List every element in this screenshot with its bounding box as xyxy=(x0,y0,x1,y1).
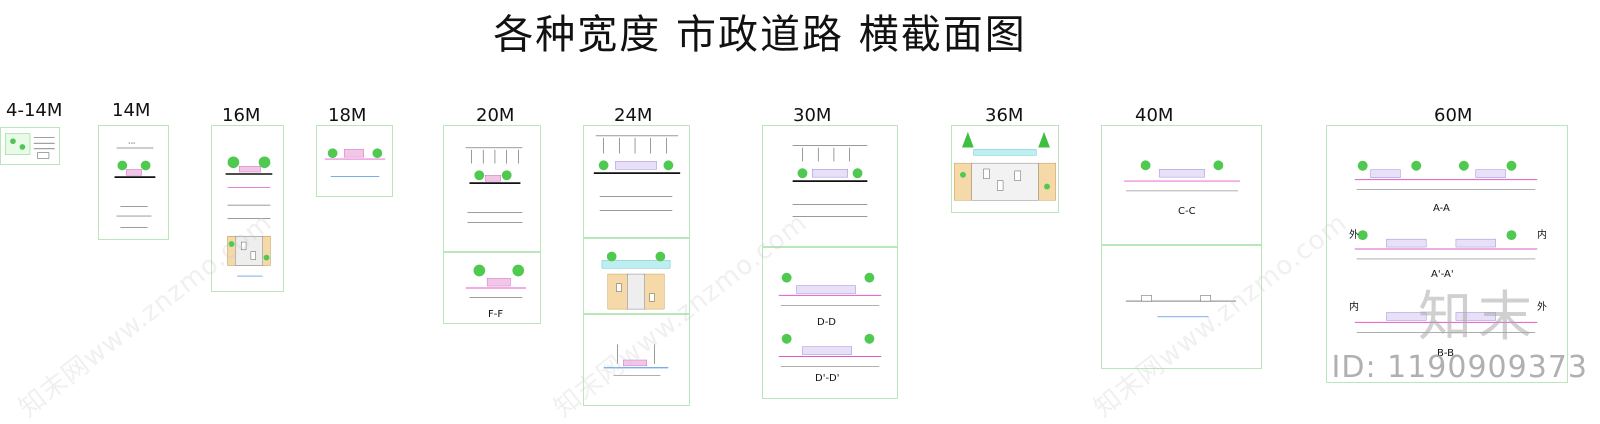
width-label-24m: 24M xyxy=(614,105,653,126)
drawing-24m-middle xyxy=(583,238,690,314)
section-label-aa-prime: A'-A' xyxy=(1431,269,1454,280)
width-label-18m: 18M xyxy=(328,105,367,126)
section-label-nei-1: 内 xyxy=(1537,230,1547,241)
width-label-30m: 30M xyxy=(793,105,832,126)
drawing-16m xyxy=(211,125,284,292)
width-label-20m: 20M xyxy=(476,105,515,126)
drawing-30m-upper xyxy=(762,125,898,247)
drawing-40m-lower xyxy=(1101,245,1262,369)
section-label-dd: D-D xyxy=(817,317,837,328)
width-label-40m: 40M xyxy=(1135,105,1174,126)
drawing-18m xyxy=(316,125,393,197)
id-text: ID: 1190909373 xyxy=(1331,350,1588,385)
section-label-ff: F-F xyxy=(488,309,504,320)
section-label-nei-2: 内 xyxy=(1349,302,1359,313)
section-label-wai-2: 外 xyxy=(1537,302,1547,313)
drawing-60m: A-A 外 内 A'-A' 内 外 B-B xyxy=(1326,125,1568,383)
drawing-36m xyxy=(951,125,1059,213)
drawing-14m: ××× xyxy=(98,125,169,240)
drawing-40m-upper: C-C xyxy=(1101,125,1262,245)
section-label-bb: B-B xyxy=(1437,348,1454,359)
width-label-16m: 16M xyxy=(222,105,261,126)
section-label-cc: C-C xyxy=(1178,206,1196,217)
section-label-wai-1: 外 xyxy=(1349,230,1359,241)
drawing-4-14m xyxy=(0,127,60,165)
drawing-24m-upper xyxy=(583,125,690,238)
page-title: 各种宽度 市政道路 横截面图 xyxy=(493,12,1027,58)
width-label-4-14m: 4-14M xyxy=(6,100,63,121)
svg-text:×××: ××× xyxy=(128,141,136,145)
section-label-aa: A-A xyxy=(1433,203,1450,214)
drawing-20m-lower: F-F xyxy=(443,252,541,324)
drawing-24m-lower xyxy=(583,314,690,406)
drawing-20m-upper xyxy=(443,125,541,252)
section-label-dd-prime: D'-D' xyxy=(815,373,840,384)
width-label-14m: 14M xyxy=(112,100,151,121)
drawing-30m-lower: D-D D'-D' xyxy=(762,247,898,399)
width-label-60m: 60M xyxy=(1434,105,1473,126)
width-label-36m: 36M xyxy=(985,105,1024,126)
brand-logo: 知末 xyxy=(1418,285,1538,348)
